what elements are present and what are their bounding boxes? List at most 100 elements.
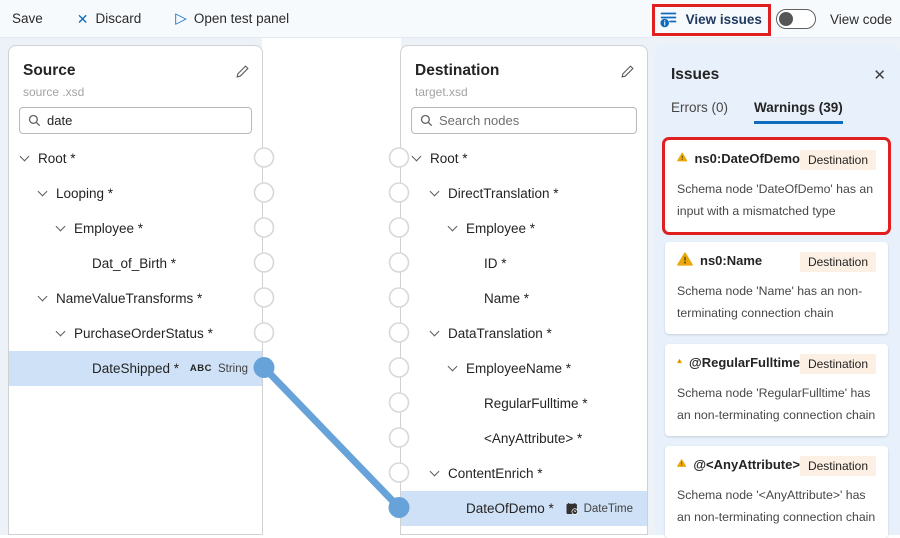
view-issues-label: View issues: [686, 12, 762, 27]
warning-message: Schema node 'DateOfDemo' has an input wi…: [677, 178, 876, 222]
toggle-knob: [779, 12, 793, 26]
tab-errors[interactable]: Errors (0): [671, 100, 728, 124]
chevron-down-icon[interactable]: [431, 192, 448, 195]
tree-node-row[interactable]: DirectTranslation *: [401, 176, 647, 211]
warning-node-name: ns0:Name: [700, 253, 762, 268]
search-icon: [420, 114, 433, 127]
tree-node-row[interactable]: DataTranslation *: [401, 316, 647, 351]
destination-tree: Root * DirectTranslation * Employee * ID * N…: [401, 141, 647, 526]
calendar-clock-icon: [566, 503, 578, 515]
node-type-label: DateTime: [584, 503, 633, 515]
chevron-down-icon[interactable]: [21, 157, 38, 160]
warning-icon: [677, 456, 686, 470]
tree-node-row[interactable]: ID *: [401, 246, 647, 281]
tree-node-row[interactable]: Looping *: [9, 176, 262, 211]
open-test-panel-button[interactable]: ▷ Open test panel: [175, 11, 289, 26]
chevron-down-icon[interactable]: [57, 227, 74, 230]
canvas-middle-area: [262, 38, 401, 535]
warning-icon: [677, 150, 687, 164]
node-type-label: String: [218, 363, 248, 375]
issues-panel-title: Issues: [671, 66, 719, 84]
source-search-input[interactable]: [47, 113, 243, 128]
location-badge: Destination: [800, 150, 876, 170]
node-type-badge: ABC String: [190, 363, 248, 375]
chevron-down-icon[interactable]: [449, 227, 466, 230]
play-icon: ▷: [175, 11, 187, 26]
warning-node-name: ns0:DateOfDemo: [694, 151, 799, 166]
tab-warnings[interactable]: Warnings (39): [754, 100, 843, 124]
destination-search-box: [411, 107, 637, 134]
source-schema-panel: Source source .xsd Root *Looping *Employ…: [8, 45, 263, 535]
issues-panel: Issues ✕ Errors (0) Warnings (39) ns0:Da…: [655, 45, 900, 535]
toolbar-right-group: i View issues View code: [660, 0, 892, 38]
tree-node-row[interactable]: EmployeeName *: [401, 351, 647, 386]
tree-node-row[interactable]: Name *: [401, 281, 647, 316]
destination-schema-panel: Destination target.xsd Root * DirectTrans…: [400, 45, 648, 535]
tree-node-row[interactable]: NameValueTransforms *: [9, 281, 262, 316]
tree-node-label: DateShipped *: [92, 361, 179, 376]
warning-node-name: @RegularFulltime: [689, 355, 800, 370]
tree-node-row[interactable]: <AnyAttribute> *: [401, 421, 647, 456]
tree-node-row[interactable]: RegularFulltime *: [401, 386, 647, 421]
tree-node-label: Employee *: [466, 221, 535, 236]
warning-message: Schema node '<AnyAttribute>' has an non-…: [677, 484, 876, 528]
tree-node-row[interactable]: Root *: [9, 141, 262, 176]
node-type-badge: DateTime: [566, 503, 633, 515]
tree-node-label: <AnyAttribute> *: [484, 431, 582, 446]
view-issues-button[interactable]: i View issues: [660, 11, 762, 28]
issues-list-icon: i: [660, 11, 679, 28]
save-button-label: Save: [12, 11, 43, 26]
discard-button[interactable]: ✕ Discard: [77, 11, 142, 26]
mapper-canvas: Source source .xsd Root *Looping *Employ…: [0, 38, 900, 535]
chevron-down-icon[interactable]: [39, 192, 56, 195]
tree-node-row[interactable]: DateOfDemo * DateTime: [401, 491, 647, 526]
tree-node-row[interactable]: Root *: [401, 141, 647, 176]
chevron-down-icon[interactable]: [431, 332, 448, 335]
destination-schema-filename: target.xsd: [415, 85, 635, 99]
destination-panel-header: Destination target.xsd: [401, 46, 647, 99]
tree-node-row[interactable]: Dat_of_Birth *: [9, 246, 262, 281]
search-icon: [28, 114, 41, 127]
chevron-down-icon[interactable]: [39, 297, 56, 300]
tree-node-row[interactable]: ContentEnrich *: [401, 456, 647, 491]
pencil-icon[interactable]: [620, 64, 635, 79]
tree-node-label: Root *: [430, 151, 468, 166]
chevron-down-icon[interactable]: [413, 157, 430, 160]
destination-panel-title: Destination: [415, 62, 499, 80]
tree-node-row[interactable]: PurchaseOrderStatus *: [9, 316, 262, 351]
issues-tabs: Errors (0) Warnings (39): [671, 100, 900, 124]
tree-node-row[interactable]: DateShipped * ABC String: [9, 351, 262, 386]
tree-node-label: Name *: [484, 291, 529, 306]
open-test-panel-label: Open test panel: [194, 11, 289, 26]
tree-node-label: ID *: [484, 256, 507, 271]
tree-node-label: RegularFulltime *: [484, 396, 588, 411]
warning-icon: [677, 354, 682, 368]
warning-message: Schema node 'Name' has an non-terminatin…: [677, 280, 876, 324]
warning-icon: [677, 252, 693, 266]
tree-node-label: PurchaseOrderStatus *: [74, 326, 213, 341]
chevron-down-icon[interactable]: [449, 367, 466, 370]
abc-text-icon: ABC: [190, 363, 212, 374]
save-button[interactable]: Save: [12, 11, 43, 26]
location-badge: Destination: [800, 252, 876, 272]
close-icon[interactable]: ✕: [873, 68, 886, 83]
view-code-toggle[interactable]: [776, 9, 816, 29]
chevron-down-icon[interactable]: [57, 332, 74, 335]
tree-node-label: Employee *: [74, 221, 143, 236]
location-badge: Destination: [800, 354, 876, 374]
tree-node-label: DataTranslation *: [448, 326, 552, 341]
tree-node-label: EmployeeName *: [466, 361, 571, 376]
chevron-down-icon[interactable]: [431, 472, 448, 475]
tree-node-row[interactable]: Employee *: [9, 211, 262, 246]
destination-search-input[interactable]: [439, 113, 628, 128]
tree-node-label: Root *: [38, 151, 76, 166]
tree-node-row[interactable]: Employee *: [401, 211, 647, 246]
tree-node-label: DateOfDemo *: [466, 501, 554, 516]
view-code-label: View code: [830, 12, 892, 27]
pencil-icon[interactable]: [235, 64, 250, 79]
